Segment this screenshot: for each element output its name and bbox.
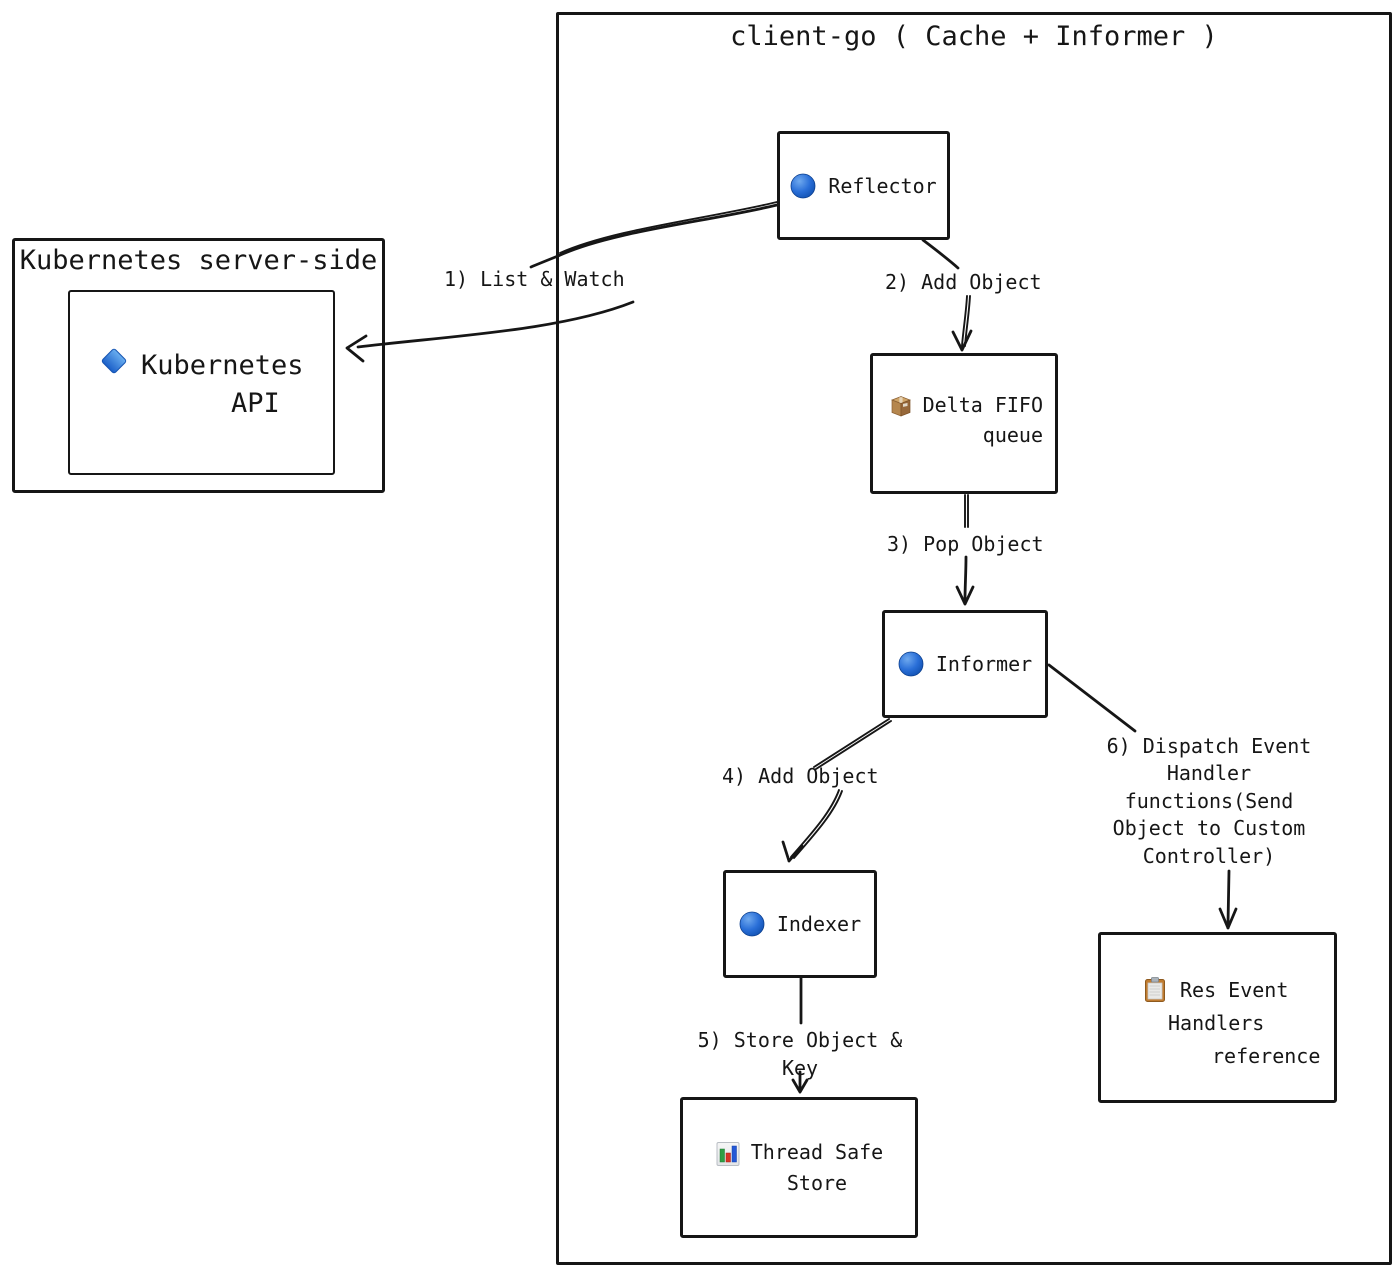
edge-add-object-2-arrowhead [951, 329, 973, 352]
edge-label-line: Key [781, 1056, 819, 1080]
client-go-title: client-go ( Cache + Informer ) [730, 21, 1218, 52]
edge-label-line: functions(Send [1124, 788, 1294, 813]
node-delta-fifo [870, 353, 1058, 494]
node-indexer: Indexer [723, 870, 877, 978]
node-res-event-handlers-line2: Handlers [1168, 1011, 1265, 1035]
node-label: Informer [935, 652, 1033, 676]
edge-pop-object-shaft [963, 555, 968, 602]
edge-list-watch-arrowhead [345, 334, 368, 363]
edge-label-line: 5) Store Object & [697, 1028, 903, 1052]
edge-dispatch-upper [1047, 663, 1137, 733]
edge-add-object-4-upper-sketch [815, 720, 892, 770]
edge-label-line: Handler [1166, 761, 1252, 786]
node-res-event-handlers [1098, 932, 1337, 1103]
node-kubernetes-api [68, 290, 335, 475]
node-informer: Informer [882, 610, 1048, 718]
node-label-line2: Store [786, 1170, 848, 1195]
edge-add-object-4-shaft-sketch [793, 790, 843, 859]
edge-label-list-watch: 1) List & Watch [444, 267, 625, 291]
node-thread-safe-store: Thread Safe Store [680, 1097, 918, 1238]
edge-label-store-object: 5) Store Object & Key [697, 1026, 903, 1082]
node-res-event-handlers-line3: reference [1212, 1044, 1321, 1068]
node-label-line1: Thread Safe [750, 1139, 884, 1164]
edge-add-object-2-shaft [961, 295, 968, 347]
edge-list-watch-upper-sketch [559, 201, 778, 254]
edge-dispatch-arrowhead [1218, 907, 1238, 930]
node-label: Reflector [828, 173, 937, 198]
blue-circle-icon [790, 173, 816, 198]
bar-chart-icon [716, 1141, 740, 1166]
edge-add-object-4-arrowhead [781, 840, 804, 863]
node-label-line2: queue [982, 423, 1043, 447]
edge-label-pop-object: 3) Pop Object [887, 532, 1044, 556]
node-delta-fifo-label: Delta FIFO queue [893, 390, 1043, 450]
kubernetes-server-side-title: Kubernetes server-side [19, 245, 378, 276]
node-res-event-handlers-line1: Res Event [1180, 978, 1289, 1002]
edge-pop-object-arrowhead [955, 585, 975, 606]
edge-list-watch-lower [356, 300, 635, 349]
client-go-container [556, 12, 1392, 1265]
node-reflector: Reflector [777, 131, 950, 240]
package-icon [891, 396, 911, 417]
kubernetes-server-side-container [12, 238, 385, 493]
node-thread-safe-store-label: Thread Safe Store [751, 1137, 883, 1199]
edge-label-dispatch: 6) Dispatch Event Handler functions(Send… [1099, 733, 1319, 870]
kubernetes-api-label-line2: API [231, 388, 280, 419]
edge-add-object-4-upper [813, 718, 890, 768]
node-label: Indexer [776, 912, 862, 936]
edge-label-line: Object to Custom [1112, 816, 1306, 841]
node-label-line1: Delta FIFO [922, 393, 1043, 417]
blue-circle-icon [898, 651, 924, 677]
edge-label-add-object-2: 2) Add Object [885, 270, 1042, 294]
clipboard-icon [1145, 977, 1165, 1002]
blue-diamond-icon [101, 348, 127, 374]
edge-dispatch-shaft [1226, 869, 1231, 926]
blue-circle-icon [739, 911, 765, 937]
edge-store-object-arrowhead [791, 1078, 809, 1094]
edge-label-line: Controller) [1142, 843, 1276, 868]
edge-label-line: 6) Dispatch Event [1106, 734, 1312, 758]
edge-list-watch-upper [529, 203, 779, 269]
kubernetes-api-label-line1: Kubernetes [141, 350, 304, 381]
edge-add-object-2-upper [921, 238, 960, 270]
edge-label-add-object-4: 4) Add Object [722, 764, 879, 788]
